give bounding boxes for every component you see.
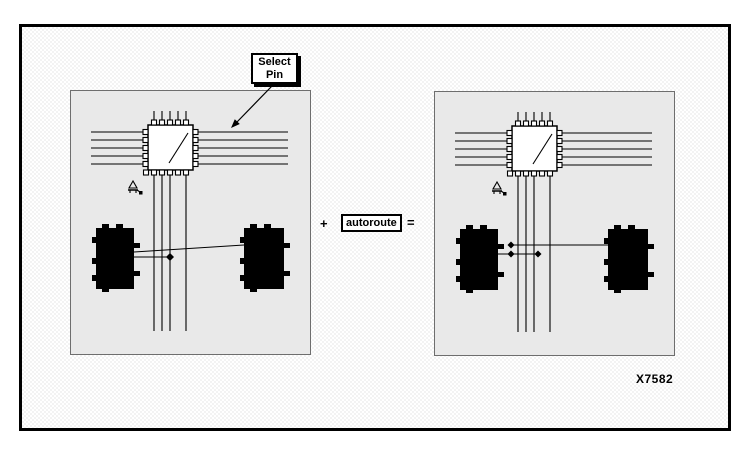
before-panel (70, 90, 311, 355)
plus-operator: + (320, 216, 328, 231)
before-panel-art (90, 110, 291, 332)
pick-cursor-icon (166, 253, 174, 261)
after-panel (434, 91, 675, 356)
equals-operator: = (407, 215, 415, 230)
after-panel-art (454, 111, 655, 333)
autoroute-box: autoroute (341, 214, 402, 232)
via-dot-icon (507, 241, 515, 249)
select-pin-callout-line2: Pin (265, 69, 284, 81)
select-pin-callout-line1: Select (258, 56, 291, 68)
autoroute-label: autoroute (346, 217, 397, 229)
figure-id: X7582 (636, 372, 674, 386)
select-pin-callout: Select Pin (251, 53, 298, 84)
via-dot-icon (507, 250, 515, 258)
ratsnest-line (133, 244, 245, 253)
via-dot-icon (534, 250, 542, 258)
